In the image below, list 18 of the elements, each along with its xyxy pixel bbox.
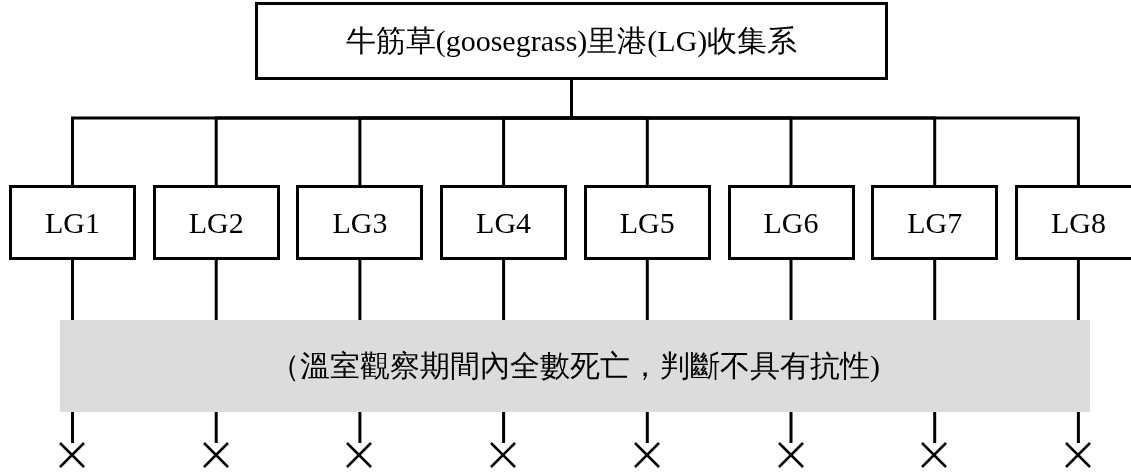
- sample-box: LG1: [9, 185, 136, 260]
- root-box: 牛筋草(goosegrass)里港(LG)收集系: [255, 2, 888, 80]
- sample-box: LG3: [296, 185, 424, 260]
- cross-mark: [634, 443, 659, 467]
- note-text: （溫室觀察期間內全數死亡，判斷不具有抗性): [270, 347, 880, 384]
- cross-mark: [60, 443, 84, 467]
- cross-mark: [491, 443, 516, 467]
- cross-mark: [1065, 443, 1090, 467]
- sample-box: LG8: [1014, 185, 1131, 260]
- sample-box: LG7: [871, 185, 999, 260]
- cross-mark: [203, 443, 228, 467]
- cross-mark: [347, 443, 372, 467]
- sample-box: LG6: [727, 185, 855, 260]
- sample-box: LG5: [583, 185, 711, 260]
- sample-box: LG4: [440, 185, 568, 260]
- sample-box: LG2: [152, 185, 280, 260]
- cross-mark: [922, 443, 947, 467]
- cross-mark: [778, 443, 803, 467]
